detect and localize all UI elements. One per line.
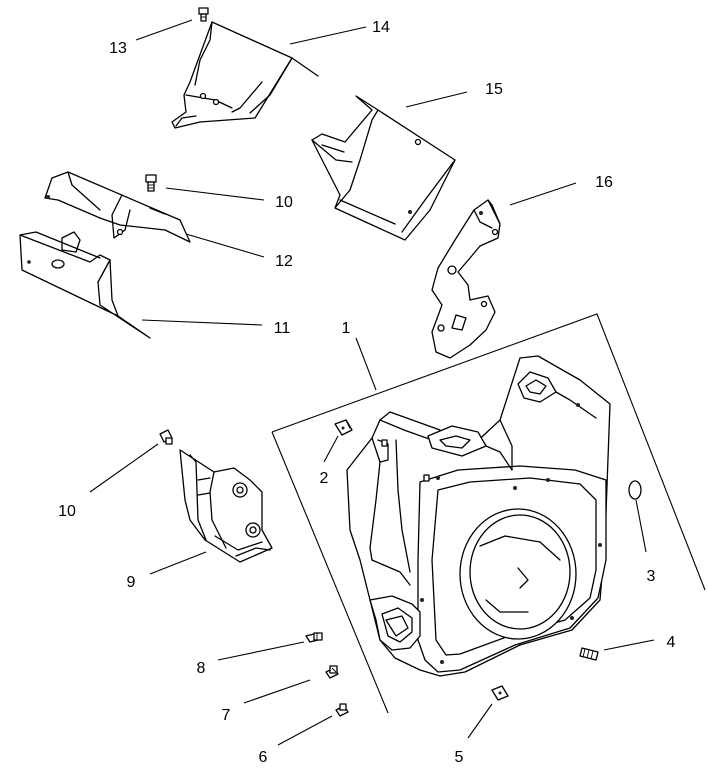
leader-14: [289, 26, 367, 45]
part-12-bracket: [44, 171, 191, 243]
callout-6: 6: [259, 749, 268, 766]
leader-3: [635, 499, 647, 553]
leader-15: [405, 91, 468, 108]
callout-13: 13: [109, 40, 127, 57]
callout-1: 1: [342, 320, 351, 337]
part-1-blower-housing: [346, 355, 611, 677]
part-13-screw: [198, 7, 209, 22]
leader-16: [509, 182, 577, 206]
callout-11: 11: [274, 320, 291, 337]
callout-4: 4: [667, 634, 676, 651]
callout-2: 2: [320, 470, 329, 487]
part-4-screw: [579, 647, 599, 661]
callout-5: 5: [455, 749, 464, 766]
part-9-bracket: [179, 449, 273, 563]
part-8-screw: [305, 632, 323, 643]
part-16-bracket: [431, 199, 501, 359]
leader-7: [243, 679, 311, 704]
part-15-shroud: [311, 95, 456, 241]
callout-16: 16: [595, 174, 613, 191]
callouts: 13 14 15 10 16 12 11 1 2 10 3 9 4 8 7 6 …: [58, 19, 675, 766]
part-2-clip-nut: [334, 419, 353, 436]
leader-13: [135, 19, 193, 41]
callout-9: 9: [127, 574, 136, 591]
part-5-clip-nut: [491, 685, 509, 701]
leader-8: [217, 641, 305, 661]
leader-6: [277, 715, 333, 746]
leader-11: [141, 319, 263, 326]
callout-3: 3: [647, 568, 656, 585]
leader-2: [323, 435, 339, 463]
part-11-side-panel: [19, 231, 151, 339]
leader-9: [149, 551, 207, 575]
part-14-shroud: [171, 21, 319, 129]
leader-10-upper: [165, 187, 265, 201]
leader-lines: [89, 19, 655, 746]
callout-10-lower: 10: [58, 503, 76, 520]
callout-7: 7: [222, 707, 231, 724]
leader-10-lower: [89, 443, 159, 493]
leader-5: [467, 703, 493, 739]
part-7-screw: [325, 665, 339, 679]
callout-14: 14: [372, 19, 390, 36]
leader-1: [355, 337, 377, 391]
leader-4: [603, 639, 655, 651]
callout-15: 15: [485, 81, 503, 98]
callout-12: 12: [275, 253, 293, 270]
callout-8: 8: [197, 660, 206, 677]
part-10-screw-lower: [159, 429, 173, 445]
leader-12: [185, 233, 265, 258]
part-6-screw: [335, 703, 349, 717]
part-3-washer: [628, 480, 642, 500]
callout-10-upper: 10: [275, 194, 293, 211]
part-10-screw-upper: [145, 174, 157, 192]
part-1-assembly-frame: [271, 313, 706, 714]
